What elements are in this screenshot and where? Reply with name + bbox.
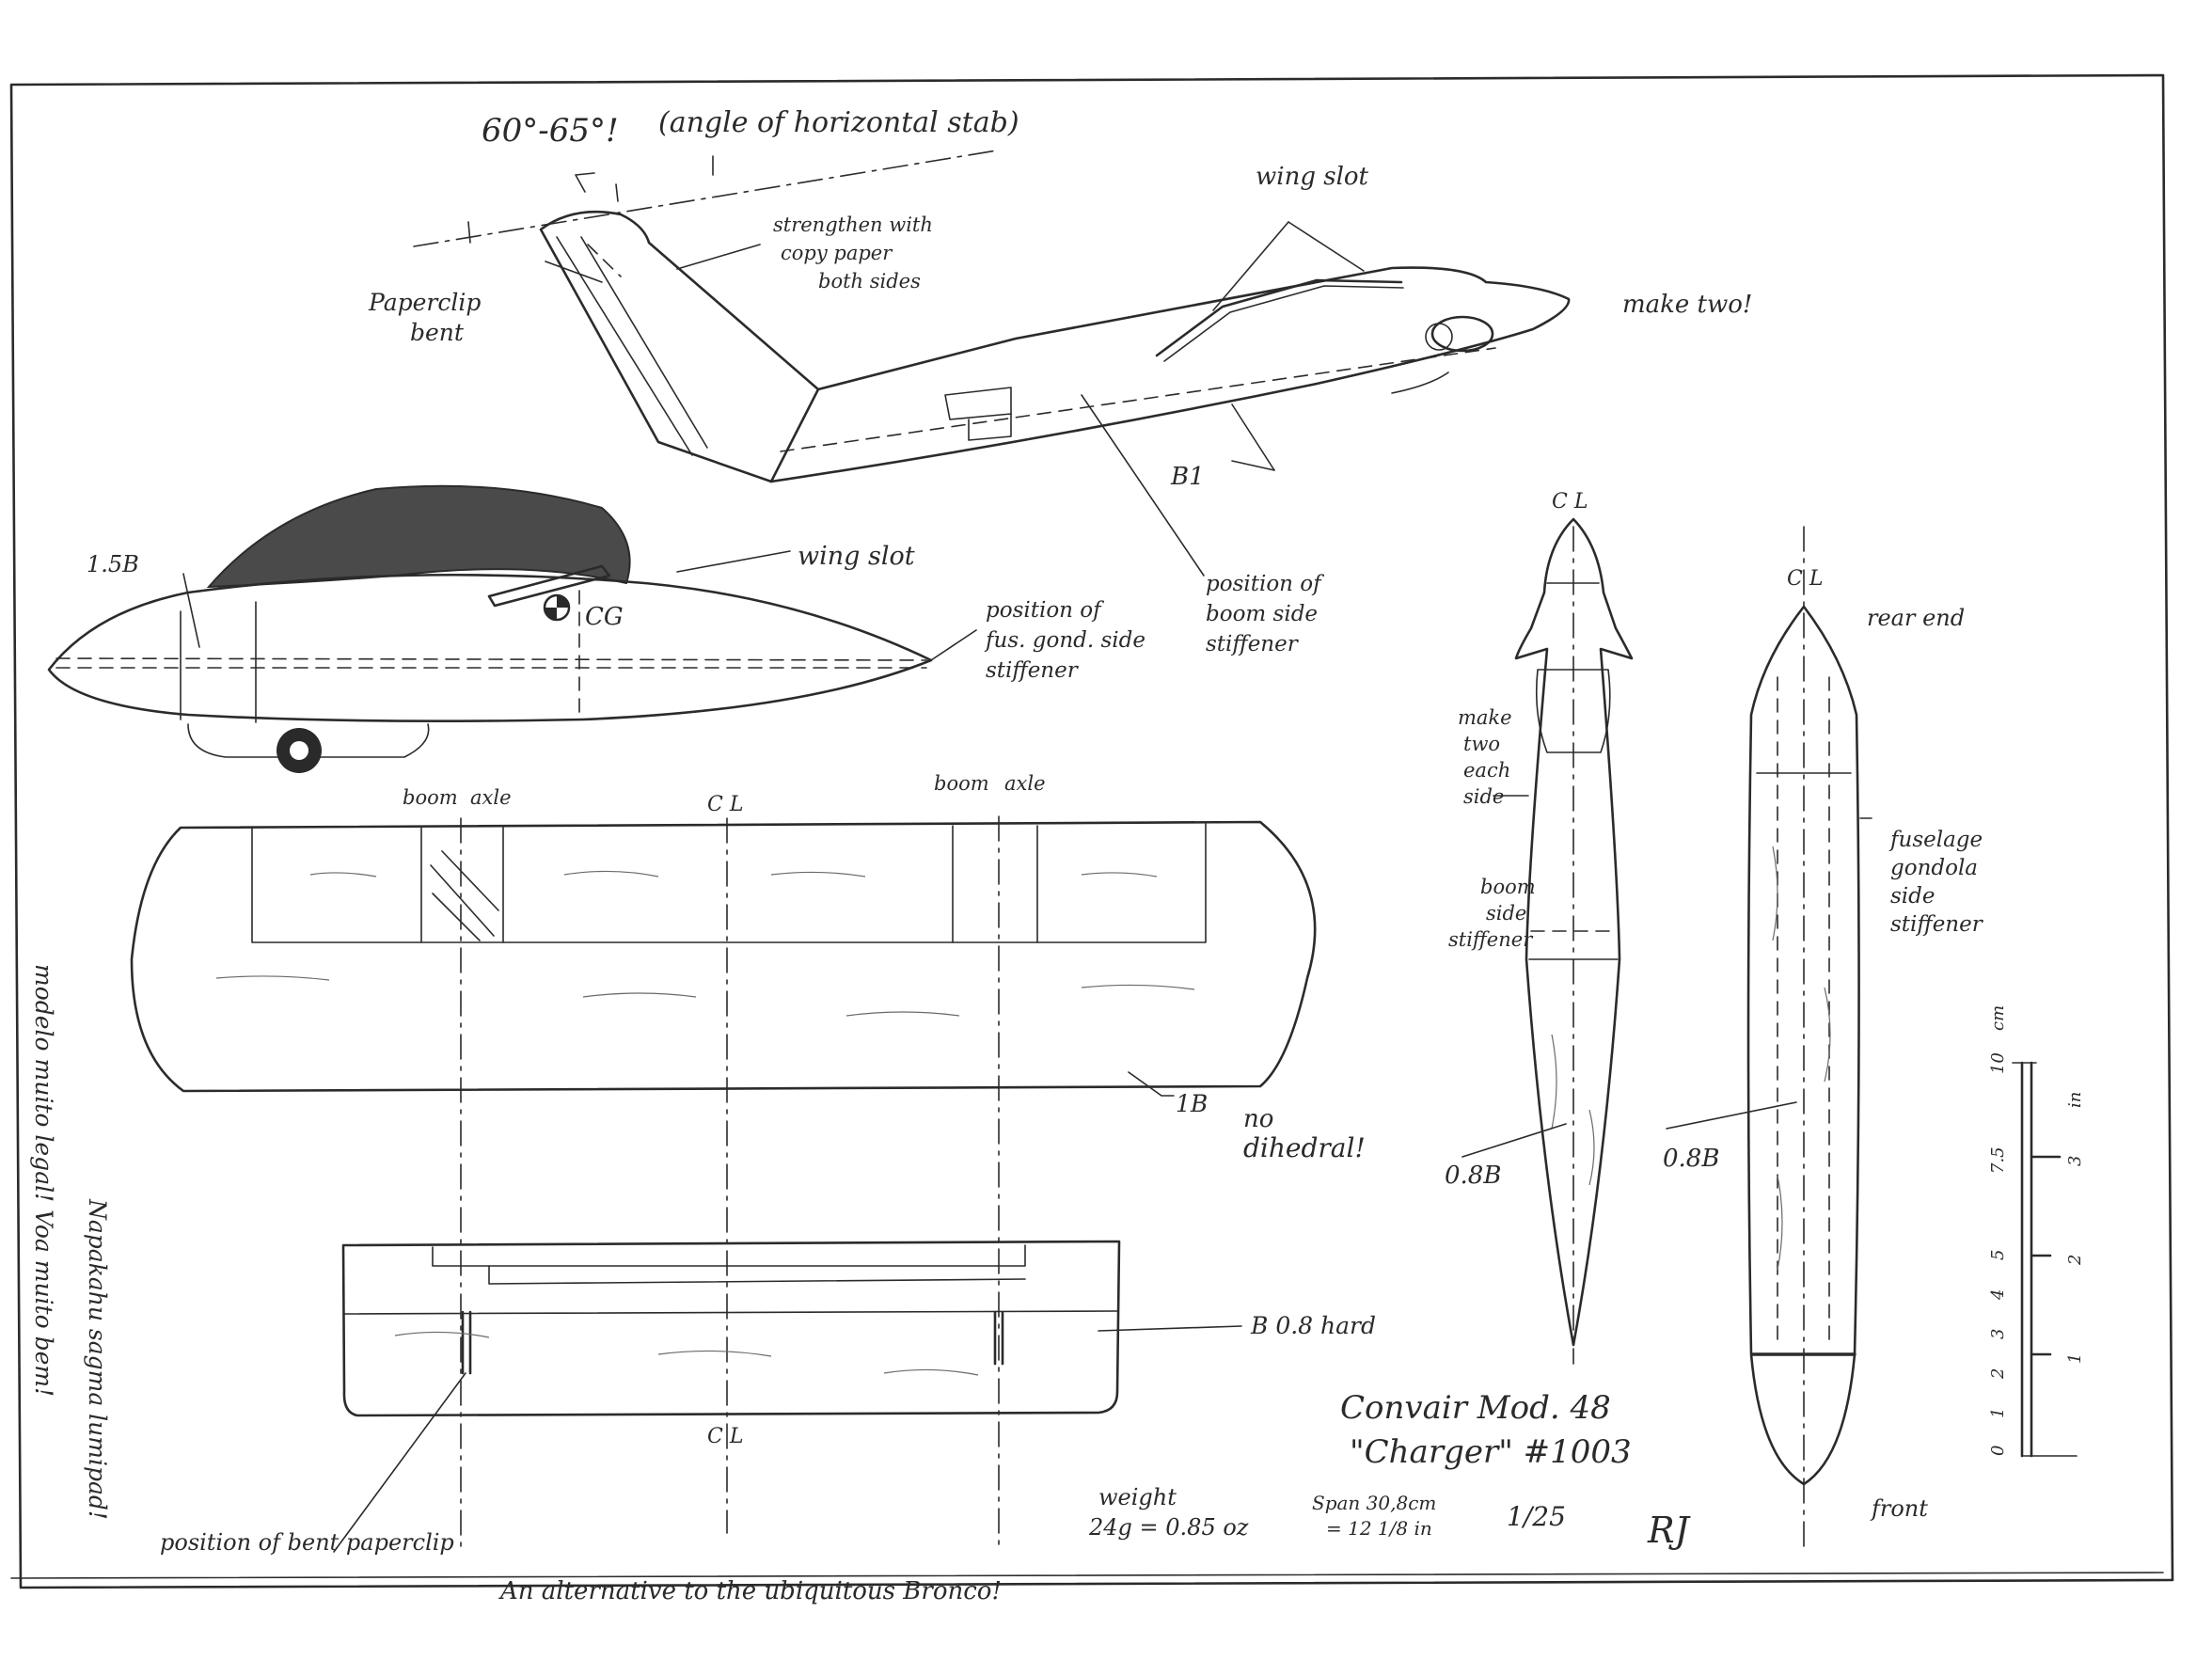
fuselage-stiffener-2: gondola [1890, 856, 1978, 880]
scale-cm-tick-7: 10 [1988, 1052, 2008, 1074]
boom-make-two-1: make [1458, 706, 1512, 729]
scale-in-unit: in [2065, 1092, 2085, 1108]
boom-stiffener-1: boom [1480, 876, 1536, 898]
fuselage-stiffener-3: side [1890, 884, 1936, 909]
cg-label: CG [585, 603, 624, 631]
scale-in-tick-3: 3 [2065, 1156, 2085, 1166]
scale-cm-tick-6: 7.5 [1988, 1146, 2008, 1174]
boom-make-two-4: side [1463, 785, 1504, 808]
gondola-stiffener-label-3: stiffener [986, 658, 1080, 683]
boom-stiffener-label-3: stiffener [1206, 632, 1300, 656]
boom-make-two-3: each [1463, 759, 1510, 782]
model-name: Convair Mod. 48 [1340, 1389, 1611, 1427]
strengthen-label-1: strengthen with [773, 213, 933, 236]
wing-axle-right-label: axle [1004, 772, 1046, 795]
boom-stiffener-label-1: position of [1206, 572, 1324, 596]
gondola-top-view [1666, 526, 1872, 1553]
top-view-fuselage [413, 150, 1571, 577]
wing-boom-right-label: boom [934, 772, 989, 795]
boom-stiffener-2: side [1486, 902, 1526, 925]
dihedral-label-2: dihedral! [1243, 1132, 1366, 1163]
wing-axle-left-label: axle [470, 786, 512, 809]
scale-cm-tick-2: 2 [1988, 1368, 2008, 1380]
wing-boom-left-label: boom [403, 786, 458, 809]
side-b15-label: 1.5B [87, 551, 139, 577]
gondola-stiffener-label-2: fus. gond. side [984, 628, 1146, 653]
gondola-stiffener-label-1: position of [986, 598, 1104, 623]
paperclip-label-1: Paperclip [368, 289, 481, 316]
angle-note-value: 60°-65°! [482, 112, 619, 150]
rear-end-label: rear end [1867, 605, 1965, 631]
fuselage-stiffener-4: stiffener [1890, 912, 1984, 937]
scale-cm-labels: 0 1 2 3 4 5 7.5 10 cm 1 2 3 in [1988, 1005, 2085, 1456]
wing-plan-view [130, 815, 1317, 1553]
side-wing-slot-label: wing slot [798, 542, 915, 571]
wing-material-label: 1B [1176, 1090, 1208, 1117]
make-two-label: make two! [1622, 291, 1752, 319]
scale-bar [2012, 1061, 2078, 1458]
strengthen-label-3: both sides [818, 270, 921, 292]
dihedral-label-1: no [1243, 1105, 1273, 1133]
boom-cl-label: C L [1552, 490, 1588, 514]
boom-top-view [1462, 517, 1634, 1365]
angle-note-text: (angle of horizontal stab) [658, 106, 1019, 139]
boom-make-two-2: two [1463, 733, 1500, 755]
b1-label: B1 [1170, 463, 1205, 491]
scale-cm-tick-5: 5 [1988, 1250, 2008, 1260]
scale-in-tick-2: 2 [2065, 1255, 2085, 1266]
span-value: = 12 1/8 in [1326, 1517, 1432, 1540]
horizontal-stab [333, 1240, 1242, 1553]
wing-cl-label: C L [707, 793, 743, 816]
boom-stiffener-label-2: boom side [1206, 602, 1318, 626]
scale-in-tick-1: 1 [2065, 1353, 2085, 1364]
gondola-cl-label: C L [1787, 567, 1823, 591]
margin-note-portuguese: modelo muito legal! Voa muito bem! [30, 964, 57, 1397]
margin-note-tagalog: Napakahu sagma lumipad! [84, 1198, 111, 1520]
signature: RJ [1647, 1510, 1691, 1551]
model-subtitle: "Charger" #1003 [1350, 1433, 1632, 1471]
span-label: Span 30,8cm [1312, 1492, 1436, 1514]
weight-label: weight [1098, 1484, 1177, 1510]
side-view-gondola [47, 484, 977, 773]
scale-ratio: 1/25 [1507, 1501, 1566, 1532]
stab-material-label: B 0.8 hard [1250, 1312, 1376, 1339]
strengthen-label-2: copy paper [781, 242, 893, 264]
paperclip-label-2: bent [410, 319, 465, 346]
scale-cm-tick-1: 1 [1988, 1408, 2008, 1418]
scale-cm-tick-0: 0 [1988, 1446, 2008, 1456]
stab-cl-label: C L [707, 1425, 743, 1448]
gondola-material-label: 0.8B [1663, 1145, 1719, 1173]
boom-material-label: 0.8B [1445, 1162, 1501, 1190]
weight-value: 24g = 0.85 oz [1088, 1514, 1249, 1541]
scale-cm-unit: cm [1988, 1005, 2008, 1031]
paperclip-position-label: position of bent paperclip [160, 1529, 454, 1556]
top-wing-slot-label: wing slot [1256, 163, 1369, 191]
front-label: front [1870, 1495, 1928, 1522]
drawing-border [9, 73, 2174, 1589]
boom-stiffener-3: stiffener [1448, 928, 1534, 951]
footer-note: An alternative to the ubiquitous Bronco! [498, 1577, 1002, 1605]
scale-cm-tick-4: 4 [1988, 1289, 2008, 1301]
scale-cm-tick-3: 3 [1988, 1329, 2008, 1339]
fuselage-stiffener-1: fuselage [1888, 828, 1983, 852]
